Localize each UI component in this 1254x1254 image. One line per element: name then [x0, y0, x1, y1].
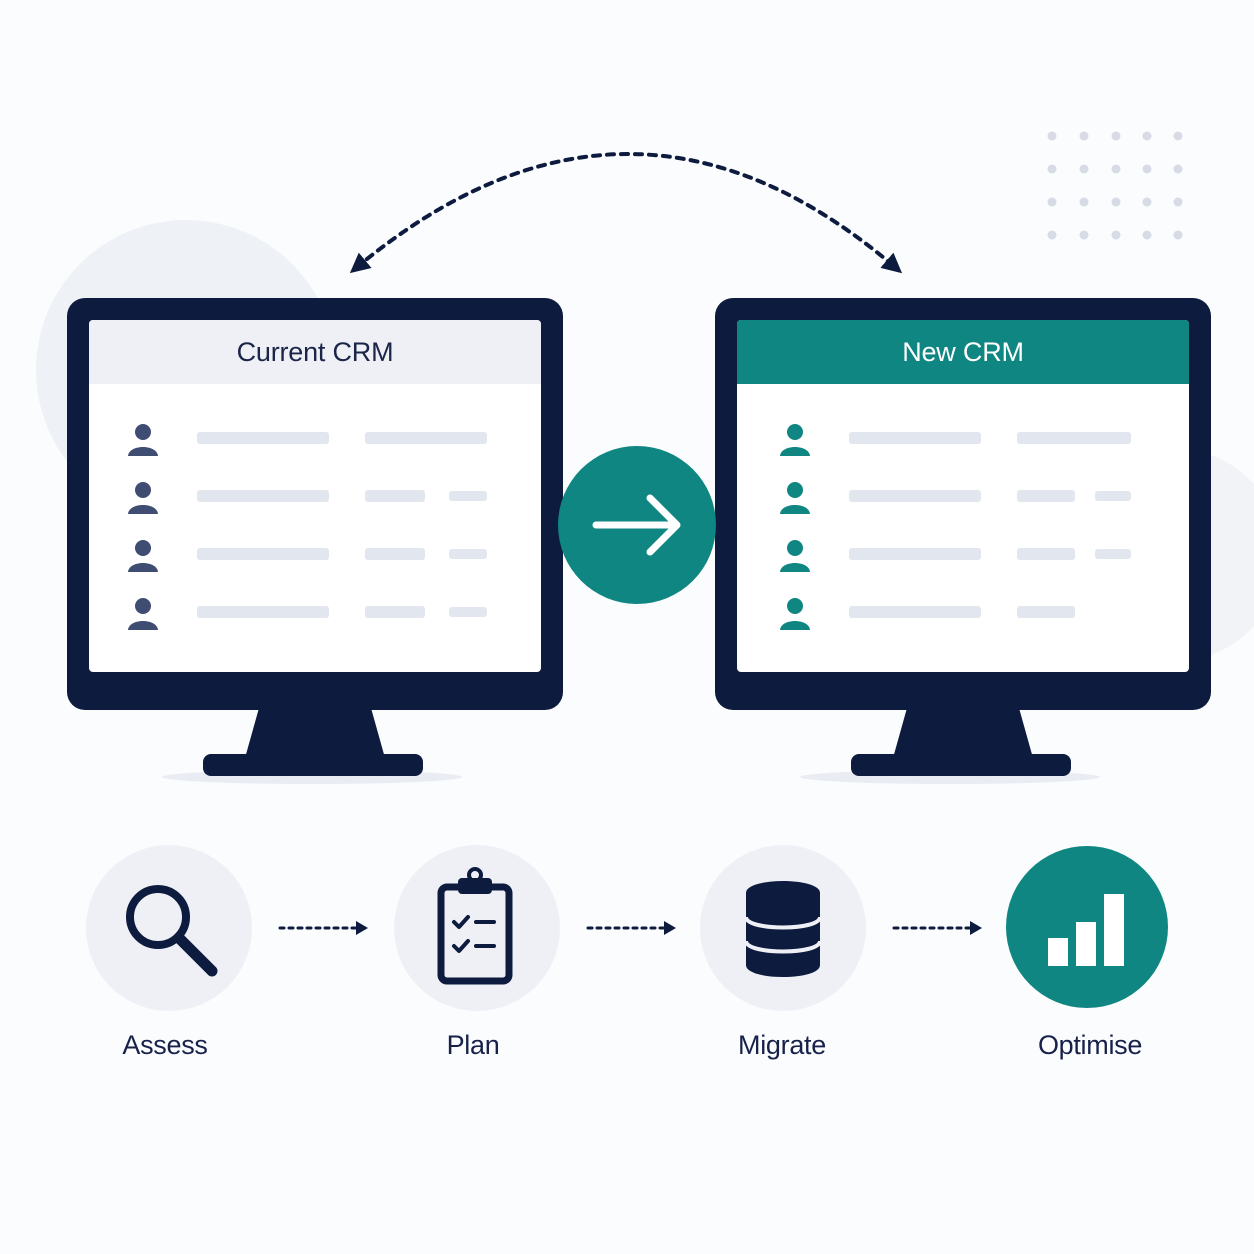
contact-row	[737, 476, 1189, 516]
placeholder-bar	[365, 432, 487, 444]
person-icon	[128, 482, 158, 514]
step-connector-arrow	[278, 921, 368, 935]
placeholder-bar	[849, 606, 981, 618]
placeholder-bar	[197, 490, 329, 502]
current-crm-title: Current CRM	[89, 320, 541, 384]
current-crm-screen: Current CRM	[89, 320, 541, 672]
step-plan-circle	[394, 845, 560, 1011]
step-migrate-label: Migrate	[738, 1030, 826, 1060]
placeholder-bar	[197, 432, 329, 444]
placeholder-bar	[1017, 606, 1075, 618]
placeholder-bar	[197, 606, 329, 618]
person-icon	[780, 598, 810, 630]
placeholder-bar	[1017, 548, 1075, 560]
placeholder-bar	[197, 548, 329, 560]
placeholder-bar	[1017, 432, 1131, 444]
contact-row	[89, 534, 541, 574]
placeholder-bar	[849, 432, 981, 444]
placeholder-bar	[449, 549, 487, 559]
monitor-stand-base	[203, 754, 423, 776]
step-connector-arrow	[892, 921, 982, 935]
person-icon	[780, 482, 810, 514]
step-assess-label: Assess	[122, 1030, 208, 1060]
sync-arc-arrow	[349, 152, 903, 274]
person-icon	[780, 424, 810, 456]
placeholder-bar	[449, 491, 487, 501]
monitor-stand-base	[851, 754, 1071, 776]
person-icon	[780, 540, 810, 572]
arrow-right-icon	[592, 494, 681, 556]
person-icon	[128, 598, 158, 630]
step-connector-arrow	[586, 921, 676, 935]
dot-grid-decoration	[1047, 131, 1183, 240]
placeholder-bar	[365, 490, 425, 502]
contact-row	[737, 592, 1189, 632]
new-crm-screen: New CRM	[737, 320, 1189, 672]
placeholder-bar	[1017, 490, 1075, 502]
step-optimise-circle	[1006, 846, 1168, 1008]
placeholder-bar	[449, 607, 487, 617]
step-migrate-circle	[700, 845, 866, 1011]
contact-row	[89, 476, 541, 516]
database-icon	[744, 881, 822, 977]
contact-row	[737, 534, 1189, 574]
placeholder-bar	[1095, 491, 1131, 501]
magnifier-icon	[126, 885, 218, 977]
monitor-stand-neck	[245, 708, 385, 758]
placeholder-bar	[365, 548, 425, 560]
migrate-arrow-button[interactable]	[558, 446, 716, 604]
step-plan-label: Plan	[446, 1030, 500, 1060]
clipboard-checklist-icon	[437, 867, 513, 985]
placeholder-bar	[849, 548, 981, 560]
monitor-stand-neck	[893, 708, 1033, 758]
placeholder-bar	[1095, 549, 1131, 559]
bar-chart-icon	[1048, 894, 1124, 966]
current-crm-monitor: Current CRM	[67, 298, 563, 778]
new-crm-monitor: New CRM	[715, 298, 1211, 778]
new-crm-title: New CRM	[737, 320, 1189, 384]
contact-row	[89, 592, 541, 632]
step-assess-circle	[86, 845, 252, 1011]
contact-row	[89, 418, 541, 458]
placeholder-bar	[365, 606, 425, 618]
person-icon	[128, 540, 158, 572]
step-optimise-label: Optimise	[1037, 1030, 1143, 1060]
person-icon	[128, 424, 158, 456]
placeholder-bar	[849, 490, 981, 502]
contact-row	[737, 418, 1189, 458]
